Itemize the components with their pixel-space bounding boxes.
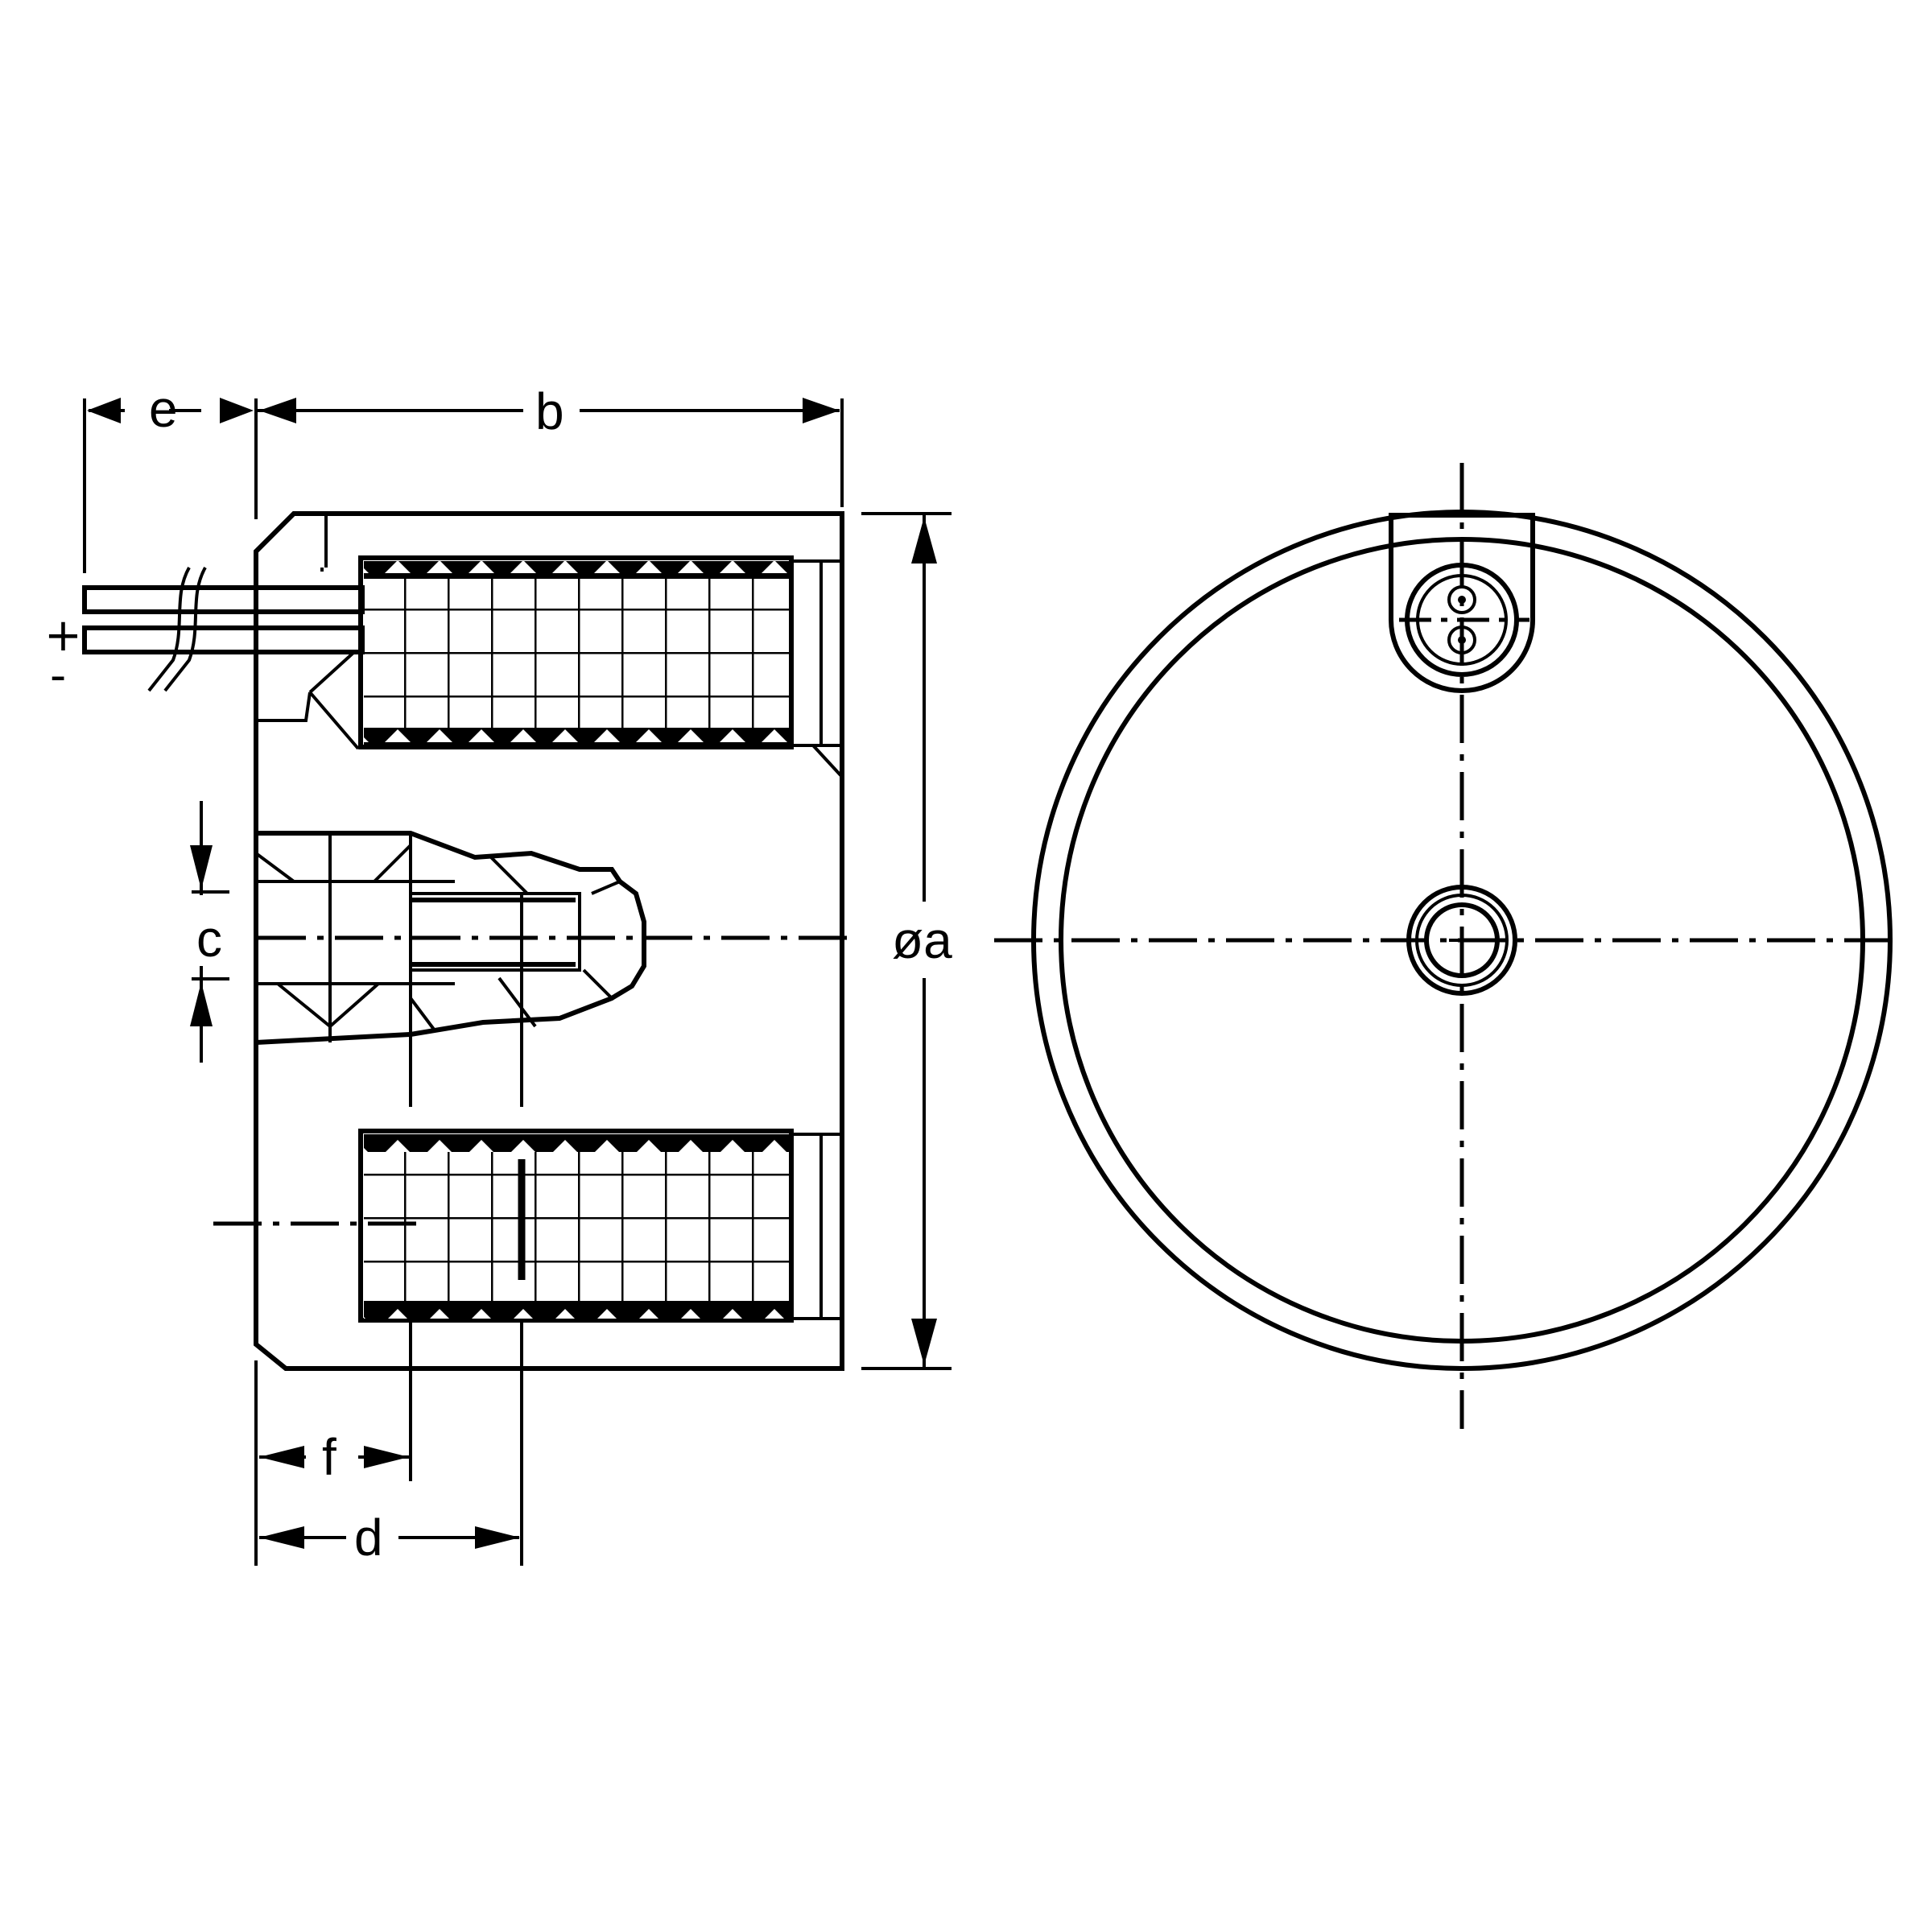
lead-wires: + - [44, 567, 365, 702]
coil-top [358, 555, 844, 778]
dim-label-c: c [196, 910, 222, 968]
side-view: + - e [44, 380, 952, 1567]
dimension-f: f [254, 1360, 409, 1566]
dim-label-a: øa [892, 911, 952, 969]
dim-label-d: d [354, 1509, 383, 1567]
housing-outline [254, 511, 844, 1371]
dim-label-f: f [322, 1428, 336, 1486]
dimension-e: e [83, 380, 258, 573]
dimension-b: b [258, 382, 844, 507]
dim-label-b: b [535, 382, 564, 440]
dimension-c: c [190, 801, 229, 1063]
plus-label: + [44, 609, 82, 662]
dimension-a: øa [861, 512, 952, 1370]
dimension-d: d [259, 1509, 520, 1567]
end-view [994, 463, 1900, 1429]
dim-label-e: e [149, 380, 178, 438]
minus-label: - [50, 650, 66, 702]
center-bore-section [254, 831, 646, 1107]
coil-bottom [358, 1129, 842, 1323]
